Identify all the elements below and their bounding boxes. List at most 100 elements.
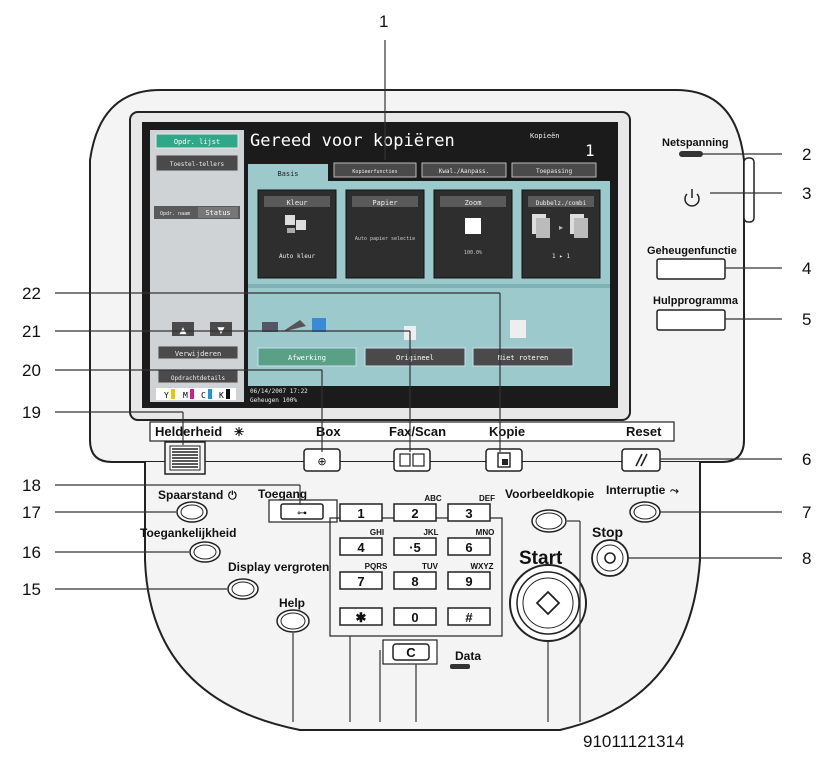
helderheid-label: Helderheid: [155, 424, 222, 439]
geheugenfunctie-button[interactable]: [656, 258, 726, 280]
keypad-key-9[interactable]: 9: [447, 571, 491, 590]
keypad-key-0[interactable]: 0: [393, 607, 437, 626]
status-button[interactable]: [198, 207, 238, 218]
tile-duplex[interactable]: Dubbelz./combi ▸ 1 ▸ 1: [521, 189, 601, 279]
toegang-button[interactable]: [280, 503, 324, 520]
toner-m-bar: [190, 389, 194, 399]
keypad-key-4[interactable]: 4: [339, 537, 383, 556]
hulpprogramma-button[interactable]: [656, 309, 726, 331]
keypad-key-5[interactable]: ·5: [393, 537, 437, 556]
keypad-key-hash[interactable]: #: [447, 607, 491, 626]
scroll-down-button[interactable]: [210, 322, 232, 336]
callout-7: 7: [802, 503, 811, 522]
tile-papier-title: Papier: [372, 199, 397, 207]
fax-scan-button[interactable]: [393, 448, 431, 472]
tab-quality[interactable]: [421, 162, 507, 178]
faxscan-label: Fax/Scan: [389, 424, 446, 439]
callout-numbers: 1 2 3 4 5 6 7 8 22 21 20 19 18 17 16 15 …: [22, 12, 811, 751]
tile-kleur[interactable]: Kleur Auto kleur: [257, 189, 337, 279]
clear-button[interactable]: C: [382, 639, 438, 665]
keypad-key-star[interactable]: ✱: [339, 607, 383, 626]
callout-15: 15: [22, 580, 41, 599]
origineel-button[interactable]: [364, 347, 466, 367]
callout-bottom: 91011121314: [583, 732, 684, 751]
memory-status: Geheugen 100%: [250, 397, 297, 404]
color-icon: [285, 215, 306, 233]
brightness-dial[interactable]: [164, 441, 206, 475]
toner-c-label: C: [201, 391, 206, 400]
stop-icon: [604, 552, 616, 564]
callout-17: 17: [22, 503, 41, 522]
mode-key-strip: [149, 421, 675, 442]
toegang-label: Toegang: [258, 487, 307, 501]
keypad-key-7[interactable]: 7: [339, 571, 383, 590]
display-vergroten-label: Display vergroten: [228, 560, 329, 574]
niet-roteren-label: Niet roteren: [498, 354, 549, 362]
svg-text:✱: ✱: [356, 610, 367, 625]
numeric-keypad: 1 2 3 4 ·5 6 7 8 9 ✱ 0 # ABC DEF GHI JKL…: [329, 494, 503, 637]
start-label: Start: [519, 548, 563, 569]
reset-button[interactable]: [621, 448, 661, 472]
power-save-icon: ⏻: [228, 489, 237, 502]
delete-button[interactable]: [157, 345, 239, 360]
keypad-key-6[interactable]: 6: [447, 537, 491, 556]
tab-application[interactable]: [511, 162, 597, 178]
brightness-icon: ✳: [234, 425, 244, 439]
callout-5: 5: [802, 310, 811, 329]
keypad-key-3[interactable]: 3: [447, 503, 491, 522]
kopie-button[interactable]: [485, 448, 523, 472]
tile-papier[interactable]: Papier Auto papier selectie: [345, 189, 425, 279]
keypad-sub-wxyz: WXYZ: [470, 562, 493, 571]
afwerking-button[interactable]: [257, 347, 357, 367]
rotate-icon: [510, 320, 526, 338]
tab-basis[interactable]: [248, 164, 328, 181]
callout-1: 1: [379, 12, 388, 31]
origineel-label: Origineel: [396, 354, 434, 362]
stop-button[interactable]: [591, 539, 629, 577]
tab-copy-functions-label: Kopieerfuncties: [352, 169, 397, 175]
toner-k-label: K: [219, 391, 224, 400]
keypad-key-8[interactable]: 8: [393, 571, 437, 590]
svg-text:3: 3: [465, 506, 472, 521]
zoom-icon: [465, 218, 481, 234]
keypad-sub-abc: ABC: [424, 494, 442, 503]
delete-label: Verwijderen: [175, 350, 221, 358]
fax-icon: [399, 453, 411, 467]
hulpprogramma-label: Hulpprogramma: [653, 295, 739, 307]
job-list-button[interactable]: [155, 133, 239, 149]
keypad-key-1[interactable]: 1: [339, 503, 383, 522]
box-button[interactable]: ⊕: [303, 448, 341, 472]
tile-zoom[interactable]: Zoom 100.0%: [433, 189, 513, 279]
clear-label: C: [406, 645, 416, 660]
toner-c-bar: [208, 389, 212, 399]
svg-text:#: #: [465, 610, 473, 625]
touch-screen[interactable]: Opdr. lijst Toestel-tellers Opdr. naam S…: [129, 111, 631, 421]
callout-2: 2: [802, 145, 811, 164]
svg-text:6: 6: [465, 540, 472, 555]
start-button[interactable]: [509, 564, 587, 642]
datetime: 06/14/2007 17:22: [250, 388, 308, 395]
job-name-label: Opdr. naam: [160, 211, 190, 217]
tab-copy-functions[interactable]: [333, 162, 417, 178]
keypad-key-2[interactable]: 2: [393, 503, 437, 522]
callout-19: 19: [22, 403, 41, 422]
spaarstand-label: Spaarstand: [158, 488, 223, 502]
callout-8: 8: [802, 549, 811, 568]
power-icon[interactable]: [684, 189, 700, 207]
key-icon: ⊶: [297, 508, 307, 519]
scroll-up-button[interactable]: [172, 322, 194, 336]
reset-label: Reset: [626, 424, 662, 439]
help-label: Help: [279, 596, 305, 610]
toner-y-label: Y: [164, 391, 169, 400]
callout-22: 22: [22, 284, 41, 303]
screen-title: Gereed voor kopiëren: [250, 131, 455, 151]
interruptie-label: Interruptie: [606, 483, 666, 497]
tile-duplex-title: Dubbelz./combi: [536, 200, 587, 207]
copies-label: Kopieën: [530, 132, 560, 140]
geheugenfunctie-label: Geheugenfunctie: [647, 245, 737, 257]
finishing-icon: [262, 318, 326, 332]
niet-roteren-button[interactable]: [472, 347, 574, 367]
svg-text:▸: ▸: [559, 223, 563, 232]
counter-button[interactable]: [155, 154, 239, 172]
tab-basis-label: Basis: [277, 170, 298, 178]
